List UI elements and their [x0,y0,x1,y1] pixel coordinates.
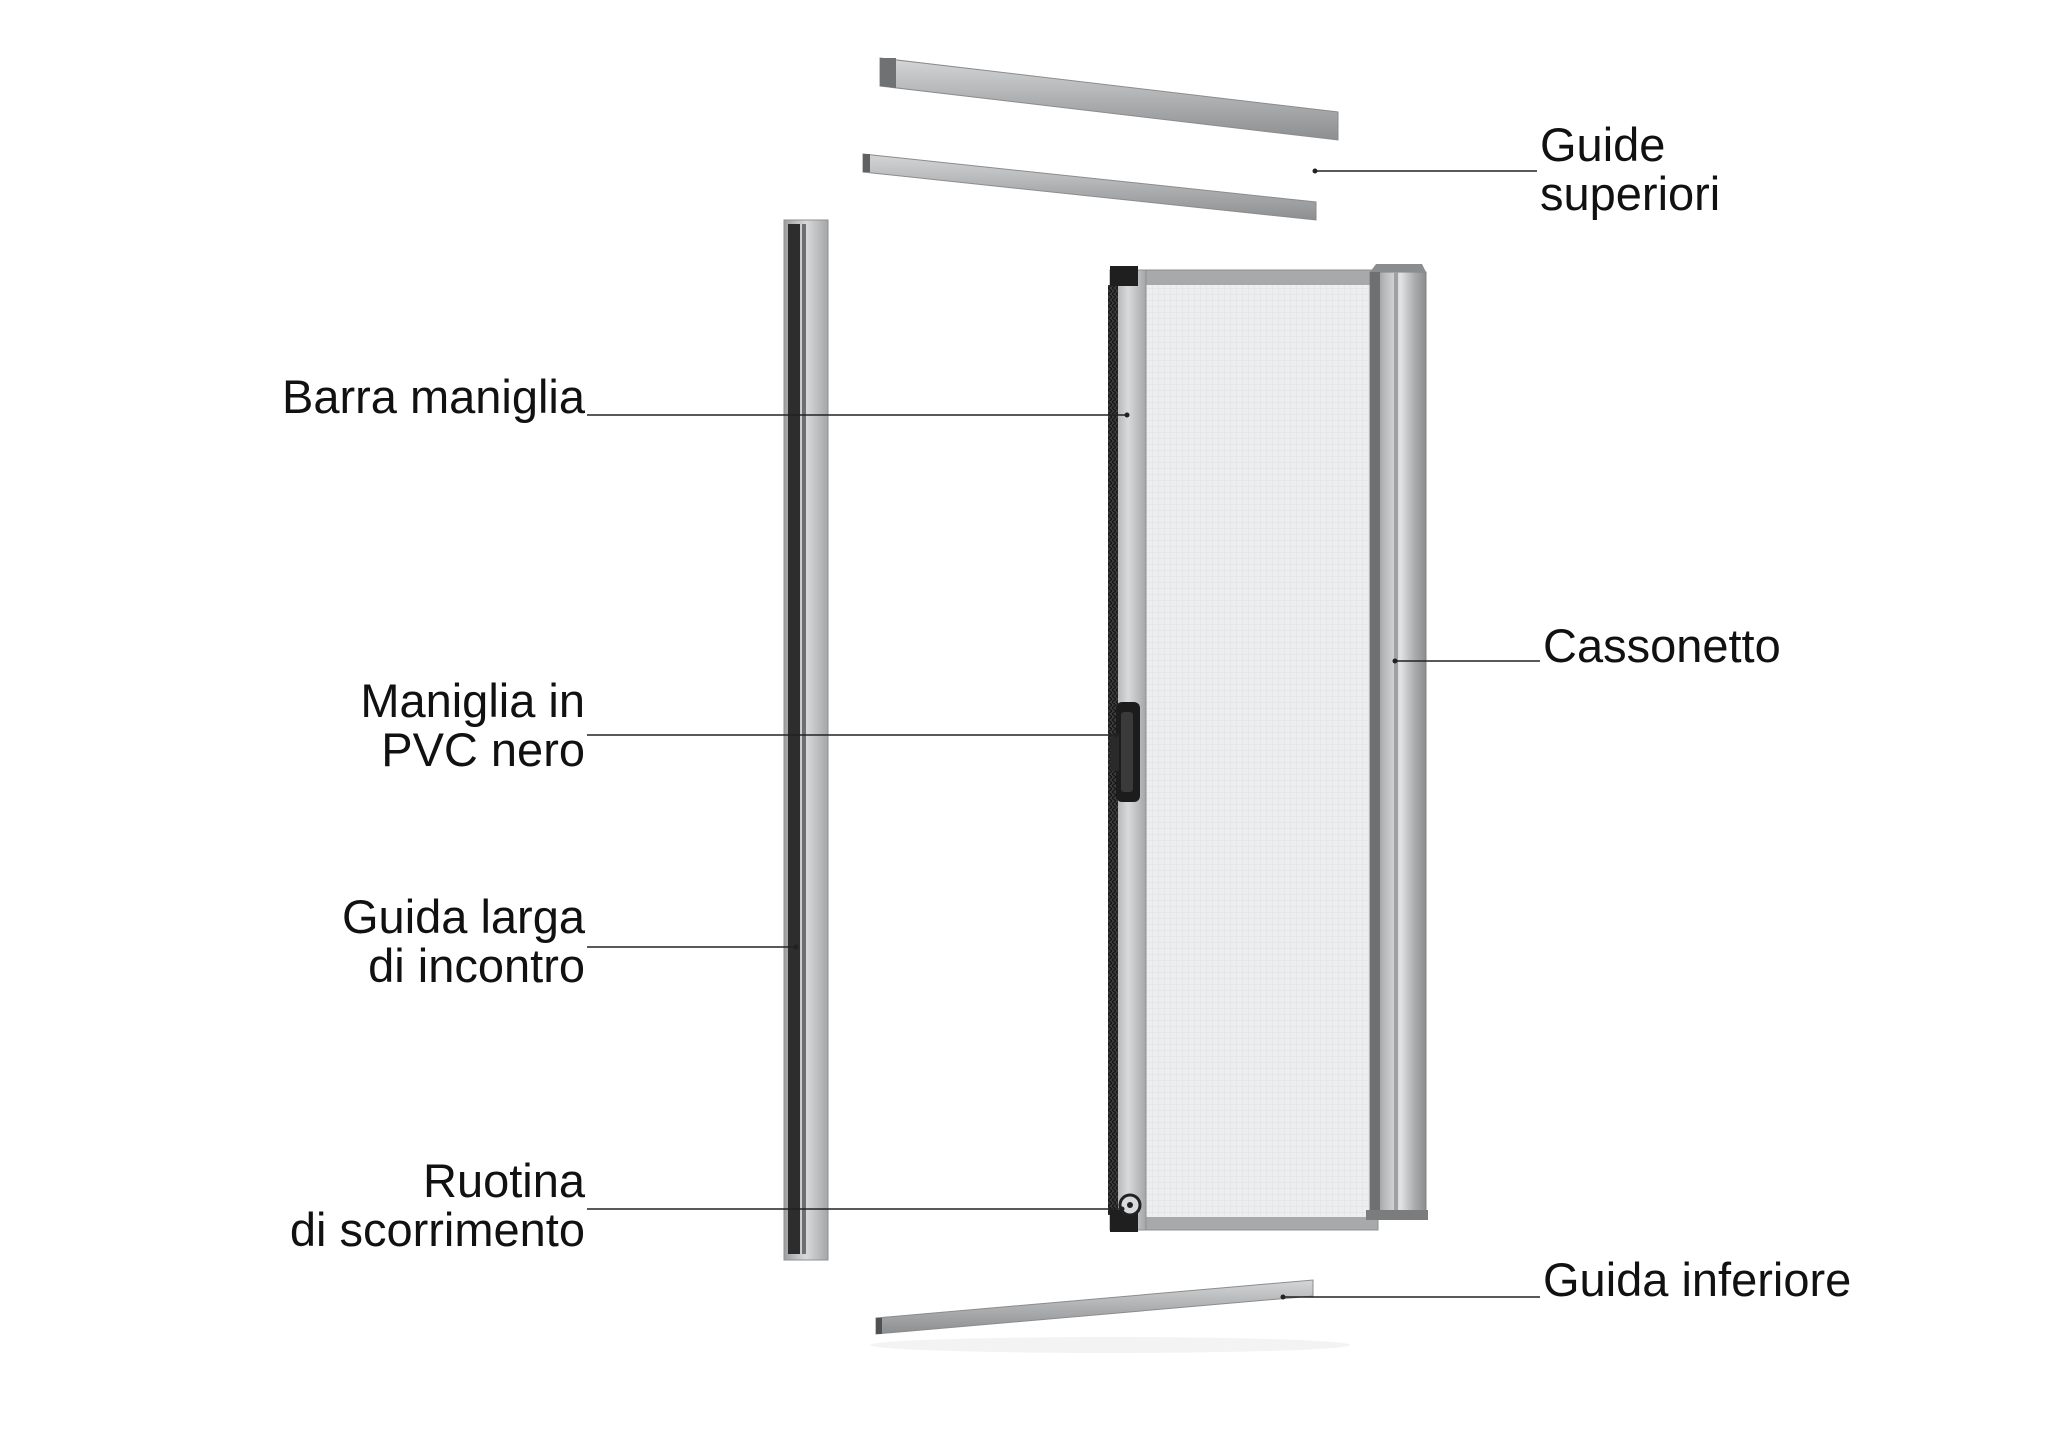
label-line: di scorrimento [289,1203,585,1256]
top-rail-upper [879,57,1339,141]
label-guide-superiori: Guide superiori [1540,120,1720,218]
label-line: di incontro [368,939,585,992]
sliding-wheel [1118,1193,1142,1217]
label-line: Ruotina [423,1154,585,1207]
label-guida-larga: Guida larga di incontro [342,892,585,990]
label-cassonetto: Cassonetto [1543,621,1781,670]
label-line: Guida larga [342,890,585,943]
label-guida-inferiore: Guida inferiore [1543,1255,1851,1304]
label-ruotina: Ruotina di scorrimento [290,1156,585,1254]
label-barra-maniglia: Barra maniglia [282,372,585,421]
roller-box [1366,264,1428,1220]
label-line: superiori [1540,167,1721,220]
top-rail-lower [862,153,1317,221]
leader-dot-guida-inferiore [1280,1294,1286,1300]
black-pvc-handle [1111,702,1140,802]
label-line: Guida inferiore [1543,1253,1852,1306]
label-line: PVC nero [381,723,585,776]
leader-dot-cassonetto [1392,658,1398,664]
wide-meeting-guide [783,219,829,1261]
label-maniglia-pvc: Maniglia in PVC nero [360,676,585,774]
leader-dot-guida-larga [793,944,799,950]
screen-panel [1108,266,1379,1232]
label-line: Guide [1540,118,1666,171]
leader-lines [587,168,1540,1300]
leader-dot-ruotina [1119,1206,1125,1212]
leader-dot-maniglia [1113,732,1119,738]
leader-dot-guide-superiori [1312,168,1318,174]
label-line: Cassonetto [1543,619,1781,672]
leader-dot-barra-maniglia [1124,412,1130,418]
bottom-rail [870,1279,1350,1353]
label-line: Barra maniglia [281,370,585,423]
label-line: Maniglia in [360,674,585,727]
